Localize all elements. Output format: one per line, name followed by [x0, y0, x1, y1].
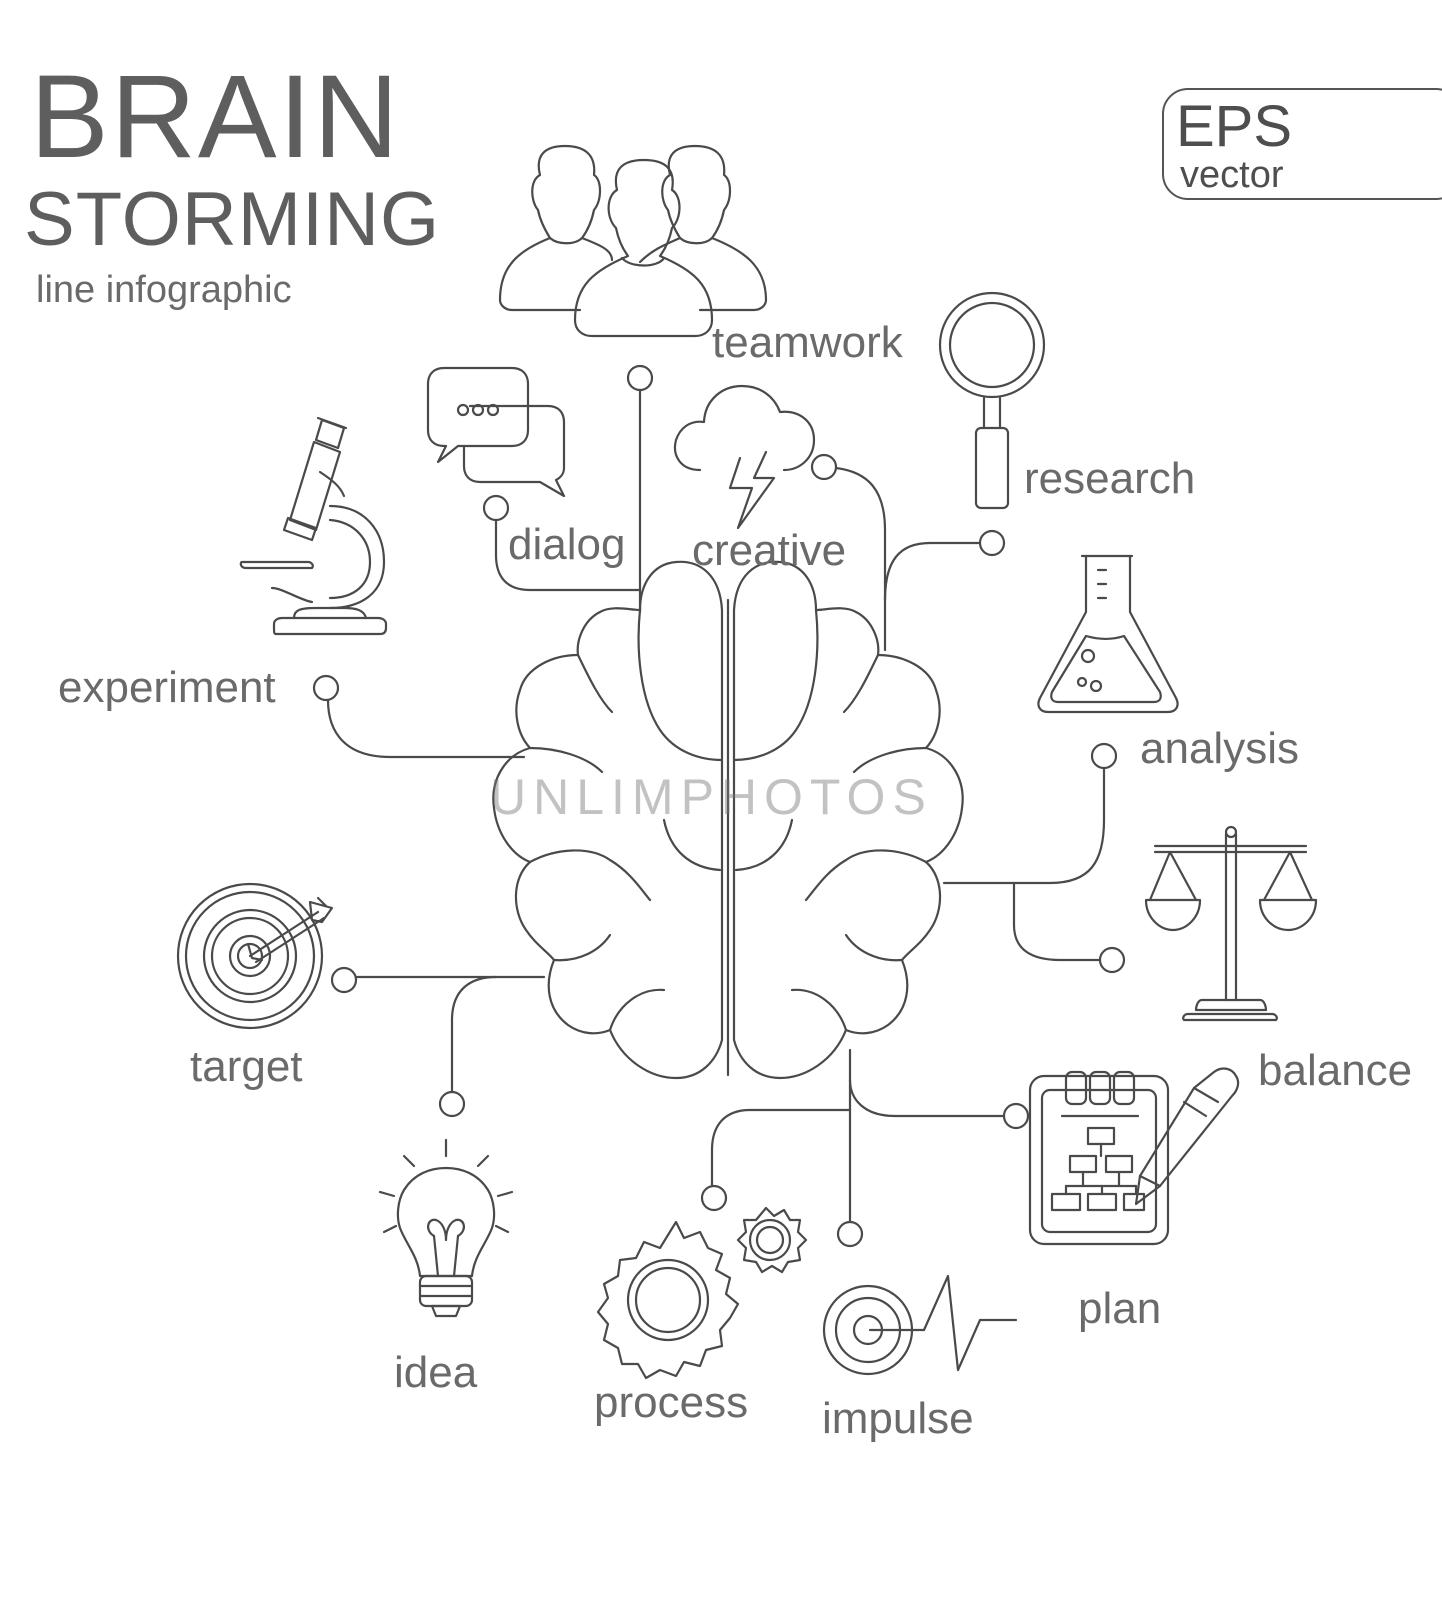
cloud-lightning-icon: [673, 384, 816, 530]
magnifier-icon: [938, 291, 1046, 510]
title-note: line infographic: [36, 269, 292, 311]
scales-icon: [1144, 825, 1318, 1022]
label-process: process: [594, 1378, 749, 1427]
flask-icon: [1037, 554, 1179, 714]
label-impulse: impulse: [822, 1394, 974, 1443]
title-storming: STORMING: [24, 177, 441, 262]
label-creative: creative: [692, 526, 847, 575]
connectors: [312, 364, 1126, 1248]
label-idea: idea: [394, 1348, 478, 1397]
microscope-icon: [239, 416, 388, 636]
badge-main-text: EPS: [1176, 94, 1293, 159]
watermark-text: UNLIMPHOTOS: [490, 769, 933, 825]
label-balance: balance: [1258, 1046, 1413, 1095]
label-experiment: experiment: [58, 663, 276, 712]
label-plan: plan: [1078, 1284, 1162, 1333]
eps-badge: [1162, 88, 1442, 200]
label-target: target: [190, 1042, 303, 1091]
gears-icon: [596, 1206, 808, 1380]
label-research: research: [1024, 454, 1196, 503]
pulse-icon: [822, 1274, 1018, 1376]
clipboard-plan-icon: [1028, 1067, 1240, 1246]
brain-icon: [492, 560, 964, 1080]
target-icon: [176, 882, 334, 1030]
label-dialog: dialog: [508, 520, 626, 569]
label-teamwork: teamwork: [712, 318, 903, 367]
chat-bubbles-icon: [426, 366, 566, 498]
label-analysis: analysis: [1140, 724, 1299, 773]
title-brain: BRAIN: [30, 51, 401, 183]
people-group-icon: [498, 144, 768, 338]
badge-sub-text: vector: [1180, 154, 1284, 196]
lightbulb-icon: [378, 1138, 514, 1318]
